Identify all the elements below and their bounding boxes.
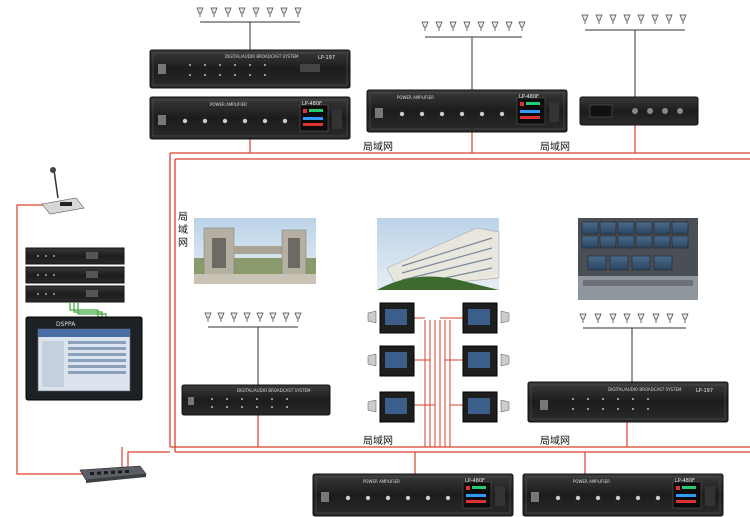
svg-text:POWER AMPLIFIER: POWER AMPLIFIER (363, 479, 400, 484)
svg-text:网: 网 (178, 237, 188, 249)
lan-label-top-2: 局域网 (540, 140, 570, 153)
ethernet-cables (69, 302, 107, 318)
speaker-icon (681, 313, 689, 324)
amplifier-bottom-left: POWER AMPLIFIER LP-480F (312, 473, 514, 517)
speaker-icon (477, 21, 485, 32)
control-pc: DSPPA (25, 316, 143, 401)
lan-backbone (169, 152, 750, 453)
svg-text:POWER AMPLIFIER: POWER AMPLIFIER (397, 95, 434, 100)
speaker-icon (204, 312, 212, 323)
terminal-box-right-3 (462, 391, 510, 423)
svg-text:LP-197: LP-197 (696, 388, 713, 394)
speaker-icon (210, 7, 218, 18)
svg-text:LP-197: LP-197 (318, 55, 335, 61)
svg-text:LP-480F: LP-480F (465, 478, 485, 484)
paging-microphone (41, 167, 85, 215)
speaker-icon (449, 21, 457, 32)
amplifier-top-left: POWER AMPLIFIER LP-480F (149, 96, 351, 140)
speaker-icon (196, 7, 204, 18)
terminal-cabling (398, 317, 465, 447)
speaker-icon (637, 14, 645, 25)
terminal-box-left-1 (367, 302, 415, 334)
speaker-icon (623, 14, 631, 25)
speaker-icon (594, 313, 602, 324)
network-switch (79, 465, 147, 483)
speaker-icon (595, 14, 603, 25)
svg-text:LP-480F: LP-480F (519, 94, 539, 100)
speaker-group-top-middle (421, 21, 526, 90)
svg-text:域: 域 (178, 223, 188, 236)
svg-text:POWER AMPLIFIER: POWER AMPLIFIER (573, 479, 610, 484)
svg-text:LP-480F: LP-480F (675, 478, 695, 484)
lan-label-top-1: 局域网 (363, 140, 393, 153)
speaker-icon (652, 313, 660, 324)
lan-drops (16, 125, 636, 475)
speaker-icon (491, 21, 499, 32)
speaker-icon (518, 21, 526, 32)
speaker-icon (623, 313, 631, 324)
svg-text:DIGITAL/AUDIO BROADCAST SYSTEM: DIGITAL/AUDIO BROADCAST SYSTEM (608, 387, 682, 392)
speaker-icon (256, 312, 264, 323)
photo-school-building (377, 218, 500, 290)
speaker-icon (666, 313, 674, 324)
amplifier-bottom-right: POWER AMPLIFIER LP-480F (522, 473, 724, 517)
speaker-icon (637, 313, 645, 324)
speaker-icon (224, 7, 232, 18)
terminal-box-right-2 (462, 345, 510, 377)
speaker-icon (463, 21, 471, 32)
speaker-icon (269, 312, 277, 323)
terminal-box-left-2 (367, 345, 415, 377)
speaker-icon (679, 14, 687, 25)
speaker-icon (579, 313, 587, 324)
speaker-icon (435, 21, 443, 32)
photo-campus-gate (194, 218, 316, 284)
lan-label-bottom-1: 局域网 (363, 434, 393, 447)
speaker-icon (665, 14, 673, 25)
svg-text:POWER AMPLIFIER: POWER AMPLIFIER (210, 102, 247, 107)
svg-text:LP-480F: LP-480F (302, 101, 322, 107)
terminal-box-left-3 (367, 391, 415, 423)
speaker-icon (609, 14, 617, 25)
speaker-icon (280, 7, 288, 18)
lan-label-vertical: 局 域 网 (178, 211, 188, 249)
pc-brand-label: DSPPA (56, 321, 76, 328)
speaker-icon (238, 7, 246, 18)
speaker-icon (421, 21, 429, 32)
pager-unit-top-right (579, 96, 699, 126)
lan-label-bottom-2: 局域网 (540, 434, 570, 447)
broadcast-system-mid-right: DIGITAL/AUDIO BROADCAST SYSTEM LP-197 (527, 381, 729, 423)
terminal-box-right-1 (462, 302, 510, 334)
speaker-icon (252, 7, 260, 18)
speaker-group-top-left (196, 7, 302, 50)
speaker-icon (294, 7, 302, 18)
svg-text:DIGITAL/AUDIO BROADCAST SYSTEM: DIGITAL/AUDIO BROADCAST SYSTEM (237, 388, 311, 393)
speaker-group-top-right (581, 14, 687, 97)
svg-text:DIGITAL/AUDIO BROADCAST SYSTEM: DIGITAL/AUDIO BROADCAST SYSTEM (225, 54, 299, 59)
rack-stack-left (25, 247, 125, 303)
speaker-icon (505, 21, 513, 32)
speaker-icon (217, 312, 225, 323)
speaker-icon (581, 14, 589, 25)
speaker-icon (230, 312, 238, 323)
speaker-icon (609, 313, 617, 324)
speaker-icon (243, 312, 251, 323)
speaker-group-mid-right (579, 313, 689, 382)
speaker-icon (266, 7, 274, 18)
speaker-icon (294, 312, 302, 323)
amplifier-top-middle: POWER AMPLIFIER LP-480F (366, 89, 568, 133)
photo-control-room (578, 218, 698, 300)
svg-text:局: 局 (178, 211, 188, 223)
broadcast-system-mid-left: DIGITAL/AUDIO BROADCAST SYSTEM (181, 384, 331, 416)
broadcast-system-top-left: DIGITAL/AUDIO BROADCAST SYSTEM LP-197 (149, 49, 351, 89)
speaker-icon (282, 312, 290, 323)
speaker-group-mid-left (204, 312, 302, 385)
speaker-icon (651, 14, 659, 25)
